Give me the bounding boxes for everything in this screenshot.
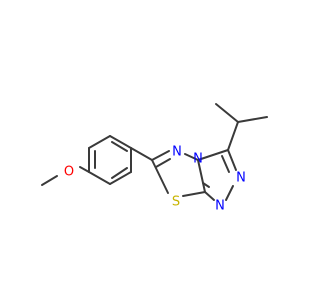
nitrogen-atom-triazole-lower: N bbox=[215, 199, 225, 214]
nitrogen-atom-thiadiazole: N bbox=[172, 145, 182, 160]
bond bbox=[130, 147, 153, 161]
bond bbox=[227, 121, 239, 151]
structure-canvas: O S N N N N bbox=[41, 103, 268, 214]
bond bbox=[227, 149, 237, 171]
bond bbox=[79, 166, 90, 173]
bond bbox=[184, 153, 199, 161]
bond bbox=[215, 103, 239, 123]
bond bbox=[182, 191, 206, 197]
bond bbox=[151, 150, 170, 161]
molecule-structure: O S N N N N bbox=[41, 103, 268, 214]
nitrogen-atom-triazole-upper: N bbox=[236, 171, 246, 186]
bond bbox=[197, 149, 229, 161]
bond bbox=[151, 159, 169, 194]
bond bbox=[237, 116, 268, 123]
bond bbox=[155, 158, 171, 168]
bonds bbox=[41, 103, 268, 201]
bond bbox=[109, 135, 132, 149]
bond bbox=[204, 191, 215, 201]
atom-labels: O S N N N N bbox=[64, 145, 246, 214]
bond bbox=[109, 171, 132, 185]
bond bbox=[197, 159, 206, 193]
nitrogen-atom-bridge: N bbox=[193, 152, 203, 167]
bond bbox=[88, 135, 111, 149]
oxygen-atom: O bbox=[64, 165, 74, 180]
bond bbox=[111, 141, 128, 152]
bond bbox=[88, 171, 111, 185]
bond bbox=[111, 167, 128, 179]
sulfur-atom: S bbox=[172, 195, 180, 210]
bond bbox=[221, 155, 230, 173]
bond bbox=[202, 182, 210, 188]
bond bbox=[41, 175, 58, 186]
bond bbox=[225, 185, 234, 201]
